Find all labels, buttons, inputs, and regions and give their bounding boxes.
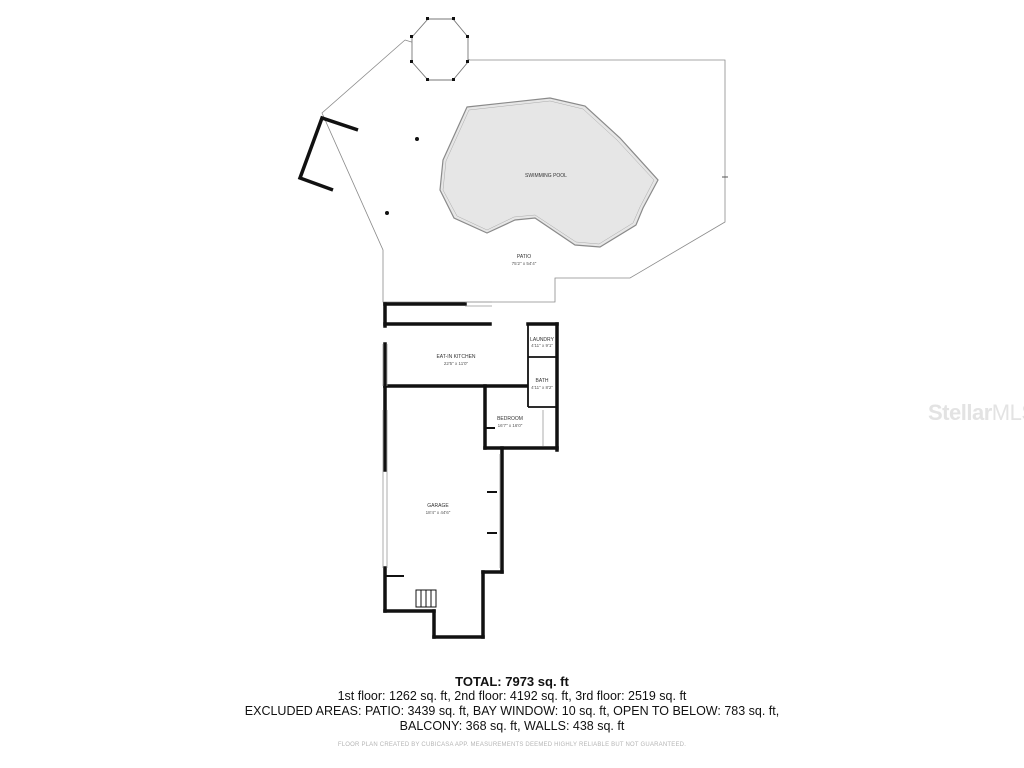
patio-outline: [321, 39, 726, 303]
swimming-pool-inner: [442, 100, 655, 245]
swimming-pool: [439, 97, 659, 248]
openings: [382, 301, 544, 568]
laundry-label: LAUNDRY: [530, 337, 554, 343]
house-walls: [383, 302, 559, 639]
bath-label: BATH: [536, 378, 549, 384]
kitchen-label: EAT-IN KITCHEN: [436, 354, 475, 360]
floor-areas: 1st floor: 1262 sq. ft, 2nd floor: 4192 …: [337, 689, 687, 703]
gazebo-outline: [411, 18, 469, 81]
pool-label: SWIMMING POOL: [525, 173, 567, 179]
gazebo-posts: [410, 17, 469, 81]
bedroom-label: BEDROOM: [497, 416, 523, 422]
excluded-areas-cont: BALCONY: 368 sq. ft, WALLS: 438 sq. ft: [399, 719, 625, 733]
garage-label: GARAGE: [427, 503, 449, 509]
patio-label: PATIO: [517, 254, 531, 260]
bath-dims: 4'11" x 8'2": [531, 385, 553, 390]
patio-dims: 75'2" x 54'4": [512, 261, 537, 266]
watermark-logo: StellarMLS: [928, 400, 1024, 425]
total-area: TOTAL: 7973 sq. ft: [455, 674, 569, 689]
excluded-areas: EXCLUDED AREAS: PATIO: 3439 sq. ft, BAY …: [244, 704, 780, 718]
bay-wall: [297, 115, 359, 192]
laundry-dims: 4'11" x 9'1": [531, 343, 553, 348]
bedroom-dims: 16'7" x 16'0": [498, 423, 523, 428]
kitchen-dims: 22'5" x 11'0": [444, 361, 469, 366]
disclaimer: FLOOR PLAN CREATED BY CUBICASA APP. MEAS…: [337, 742, 687, 748]
post-marker: [385, 211, 389, 215]
wall-stubs: [385, 427, 497, 577]
stairs: [415, 589, 437, 608]
garage-dims: 18'4" x 44'6": [426, 510, 451, 515]
post-marker: [415, 137, 419, 141]
interior-walls: [502, 324, 557, 408]
